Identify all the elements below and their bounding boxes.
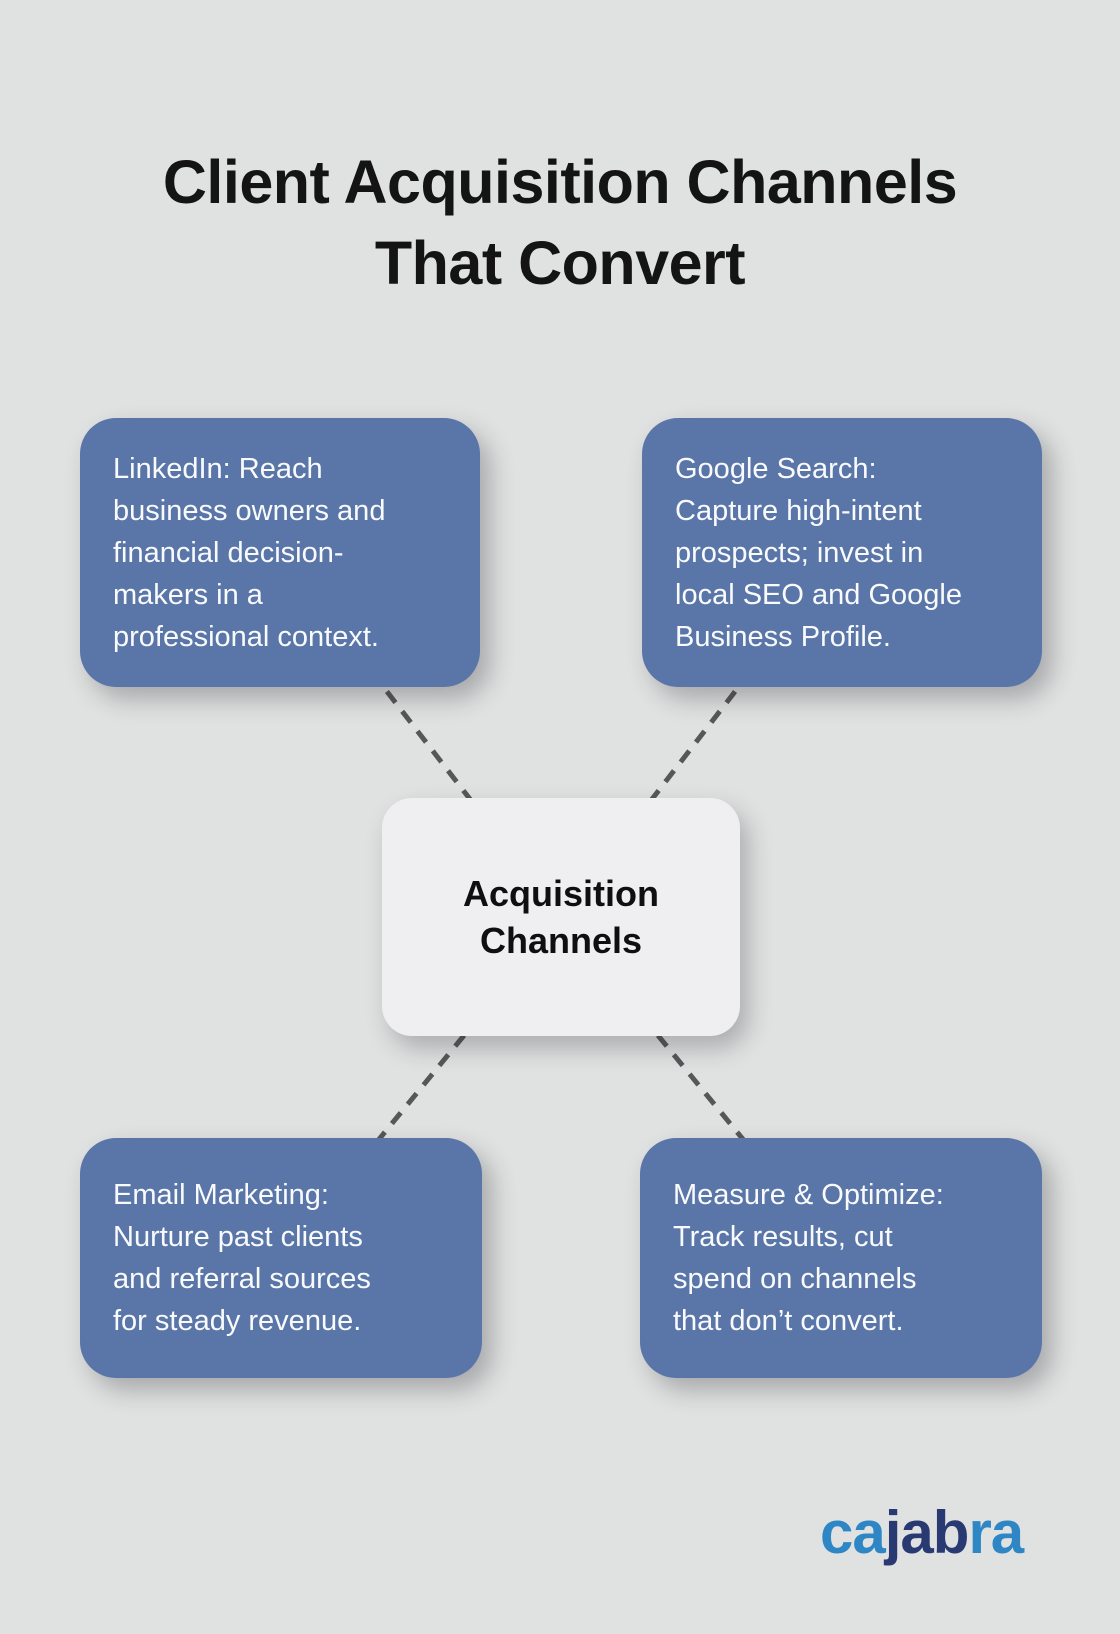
node-google-search-text: Google Search: Capture high-intent prosp… [675, 452, 962, 653]
node-linkedin-text: LinkedIn: Reach business owners and fina… [113, 452, 386, 653]
logo-segment-light-2: ra [968, 1499, 1024, 1566]
center-node-label: Acquisition Channels [463, 873, 659, 961]
node-measure-optimize-text: Measure & Optimize: Track results, cut s… [673, 1179, 944, 1337]
node-google-search: Google Search: Capture high-intent prosp… [642, 418, 1042, 687]
center-node-acquisition-channels: Acquisition Channels [382, 798, 740, 1036]
node-measure-optimize: Measure & Optimize: Track results, cut s… [640, 1138, 1042, 1378]
logo-segment-dark: jab [884, 1499, 970, 1566]
cajabra-logo: cajabra [820, 1498, 1024, 1567]
node-linkedin: LinkedIn: Reach business owners and fina… [80, 418, 480, 687]
logo-segment-light: ca [820, 1499, 886, 1566]
node-email-marketing: Email Marketing: Nurture past clients an… [80, 1138, 482, 1378]
page-title: Client Acquisition Channels That Convert [162, 147, 958, 297]
node-email-marketing-text: Email Marketing: Nurture past clients an… [113, 1179, 371, 1337]
